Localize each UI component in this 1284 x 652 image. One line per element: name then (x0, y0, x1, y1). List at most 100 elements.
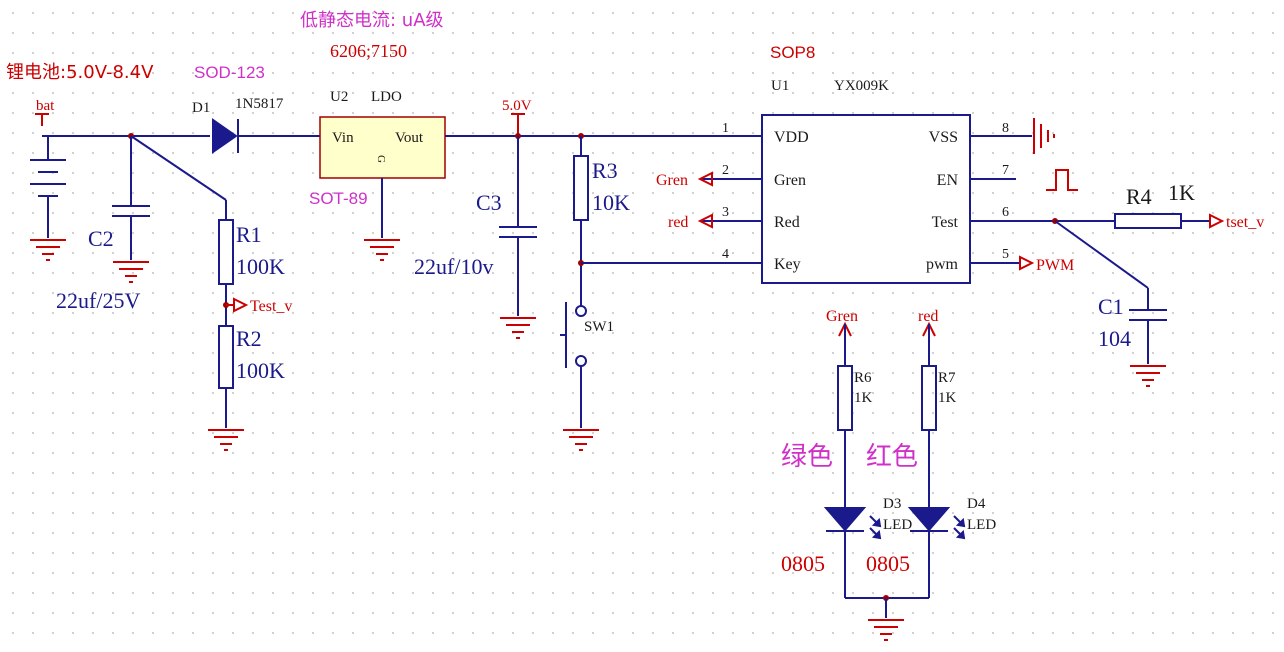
pulse-waveform-icon (1046, 169, 1078, 191)
ground-symbol-c2 (113, 261, 149, 283)
u1-pin7-name: EN (937, 172, 959, 189)
sw1-contact-top (575, 305, 587, 317)
tset-v-flag (1209, 213, 1225, 229)
u1-pin1-name: VDD (774, 129, 809, 146)
u2-pin-vout: Vout (395, 130, 424, 146)
r6-ref: R6 (854, 370, 872, 386)
r1-ref: R1 (236, 222, 262, 247)
u2-pin-g: G (375, 155, 387, 163)
u1-pin4-num: 4 (722, 247, 729, 262)
u1-value: YX009K (834, 78, 889, 94)
sw1-contact-bottom (575, 355, 587, 367)
r4-body (1114, 213, 1182, 229)
u2-value: LDO (371, 89, 402, 105)
wire-c1-diag (1054, 220, 1149, 289)
r2-value: 100K (236, 358, 285, 383)
red-out-flag (697, 213, 713, 229)
r1-value: 100K (236, 254, 285, 279)
r2-ref: R2 (236, 326, 262, 351)
u1-pin6-num: 6 (1002, 205, 1009, 220)
c1-ref: C1 (1098, 294, 1124, 319)
d3-color-note: 绿色 (781, 442, 833, 472)
ground-symbol-u2 (364, 239, 400, 261)
d1-ref: D1 (192, 100, 210, 116)
d3-value: LED (883, 517, 912, 533)
wire-divider-diag (130, 135, 227, 201)
r7-value: 1K (938, 390, 957, 406)
ground-symbol-c1 (1130, 365, 1166, 387)
d1-diode-symbol (212, 118, 238, 154)
u1-pin1-num: 1 (722, 121, 729, 136)
ground-symbol-r2 (208, 429, 244, 451)
sw1-ref: SW1 (584, 319, 614, 335)
ground-symbol-led (868, 619, 904, 641)
u1-chip-body (761, 114, 971, 284)
u1-pin8-num: 8 (1002, 121, 1009, 136)
r1-body (218, 219, 234, 285)
d4-package: 0805 (866, 551, 910, 576)
u1-pin5-name: pwm (926, 256, 959, 273)
u1-pin3-num: 3 (722, 205, 729, 220)
d4-light-arrows-icon (953, 515, 966, 540)
rail-5v-label: 5.0V (502, 98, 532, 114)
r4-value: 1K (1168, 180, 1195, 205)
ground-symbol-vss (1033, 118, 1055, 154)
c3-ref: C3 (476, 190, 502, 215)
battery-symbol (30, 159, 66, 197)
d3-ref: D3 (883, 496, 901, 512)
gren-out-flag (697, 171, 713, 187)
u1-pin7-num: 7 (1002, 163, 1009, 178)
c2-value: 22uf/25V (56, 288, 140, 313)
d3-led-symbol (823, 507, 867, 532)
quiescent-note: 低静态电流: uA级 (300, 10, 444, 31)
r7-ref: R7 (938, 370, 956, 386)
u1-pin4-name: Key (774, 256, 801, 273)
d3-light-arrows-icon (869, 515, 882, 540)
red-in-label: red (918, 308, 938, 325)
battery-note: 锂电池:5.0V-8.4V (6, 62, 154, 83)
test-v-flag (233, 297, 249, 313)
c1-value: 104 (1098, 326, 1131, 351)
u1-package-label: SOP8 (770, 43, 815, 62)
d4-ref: D4 (967, 496, 986, 512)
bat-net-label: bat (36, 98, 55, 114)
r2-body (218, 325, 234, 389)
r4-ref: R4 (1126, 184, 1152, 209)
gren-out-label: Gren (656, 172, 688, 189)
u1-pin5-num: 5 (1002, 247, 1009, 262)
ground-symbol-sw1 (563, 429, 599, 451)
ldo-options-note: 6206;7150 (330, 41, 407, 61)
d1-package-label: SOD-123 (194, 63, 265, 82)
test-v-label: Test_v (250, 298, 292, 315)
red-out-label: red (668, 214, 688, 231)
c2-ref: C2 (88, 226, 114, 251)
d4-value: LED (967, 517, 996, 533)
u2-ldo-body (319, 116, 446, 179)
pwm-flag (1019, 255, 1035, 271)
d3-package: 0805 (781, 551, 825, 576)
d1-value: 1N5817 (235, 96, 284, 112)
tset-v-label: tset_v (1226, 214, 1264, 231)
d4-color-note: 红色 (866, 442, 918, 472)
c3-value: 22uf/10v (414, 254, 493, 279)
ground-symbol-battery (30, 239, 66, 261)
r3-body (573, 155, 589, 221)
u2-package: SOT-89 (309, 189, 368, 208)
gren-in-label: Gren (826, 308, 858, 325)
pwm-label: PWM (1036, 257, 1074, 274)
u1-pin2-name: Gren (774, 172, 806, 189)
u1-pin6-name: Test (932, 214, 959, 231)
ground-symbol-c3 (500, 317, 536, 339)
u1-ref: U1 (771, 78, 789, 94)
u1-pin3-name: Red (774, 214, 800, 231)
r3-ref: R3 (592, 158, 618, 183)
u1-pin2-num: 2 (722, 163, 729, 178)
u2-ref: U2 (330, 89, 348, 105)
r6-value: 1K (854, 390, 873, 406)
u1-pin8-name: VSS (929, 129, 958, 146)
r6-body (837, 365, 853, 431)
u2-pin-vin: Vin (332, 130, 354, 146)
r7-body (921, 365, 937, 431)
d4-led-symbol (907, 507, 951, 532)
